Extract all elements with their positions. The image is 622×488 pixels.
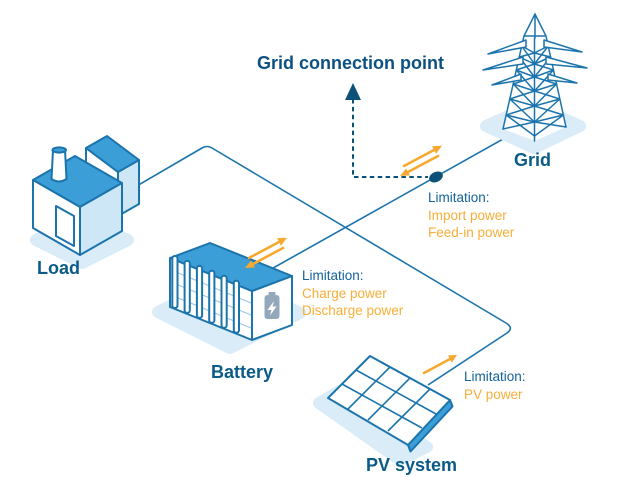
grid-limitation-heading: Limitation:	[428, 190, 490, 205]
grid-limitation-feedin: Feed-in power	[428, 225, 515, 240]
battery-limitation-heading: Limitation:	[302, 268, 364, 283]
pv-limitation-power: PV power	[464, 386, 523, 402]
load-label: Load	[37, 258, 80, 278]
pv-panel-illustration	[313, 355, 454, 466]
arrow-up-icon	[345, 83, 361, 100]
load-illustration	[30, 135, 140, 269]
pv-limitation-heading: Limitation:	[464, 369, 526, 384]
battery-limitation-discharge: Discharge power	[302, 303, 404, 318]
pv-limitation-block: Limitation: PV power	[464, 368, 526, 403]
tower-crossarms	[482, 39, 588, 86]
grid-limitation-block: Limitation: Import power Feed-in power	[428, 189, 514, 242]
battery-ribs	[171, 255, 241, 334]
grid-connection-point-dot	[429, 171, 443, 183]
connection-line-load-pv	[122, 145, 512, 386]
battery-bolt-icon	[264, 292, 280, 319]
grid-label: Grid	[514, 150, 552, 170]
battery-limitation-charge: Charge power	[302, 285, 387, 301]
battery-illustration	[152, 242, 306, 354]
grid-tower-illustration	[480, 12, 588, 154]
battery-limitation-block: Limitation: Charge power Discharge power	[302, 267, 403, 320]
battery-flow-arrows	[245, 237, 287, 268]
pv-label: PV system	[366, 455, 458, 475]
dashed-pointer-arrow	[345, 83, 428, 178]
factory-chimney	[50, 149, 68, 183]
pv-grid-lines	[341, 366, 437, 432]
battery-label: Battery	[211, 362, 274, 382]
grid-flow-arrows	[400, 145, 442, 176]
grid-limitation-import: Import power	[428, 207, 507, 223]
pv-flow-arrow	[422, 354, 457, 375]
connection-line-battery-grid	[265, 133, 513, 273]
diagram-title: Grid connection point	[257, 53, 444, 73]
factory-window	[55, 205, 75, 247]
